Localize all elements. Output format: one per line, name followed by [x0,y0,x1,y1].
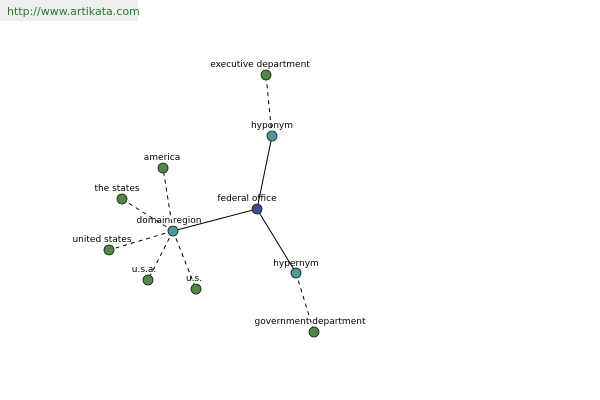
node-label-u_s: u.s. [186,274,202,284]
edge-federal-domain [172,208,258,232]
edges-layer [108,74,315,333]
node-domain[interactable] [167,225,179,237]
node-label-exec: executive department [210,60,310,70]
node-label-usa: u.s.a. [132,265,157,275]
node-label-federal: federal office [217,194,277,204]
node-hyp_top[interactable] [266,130,278,142]
node-label-us: united states [72,235,131,245]
node-label-america: america [144,153,180,163]
node-america[interactable] [157,162,169,174]
edge-domain-u_s [172,230,197,290]
labels-layer: federal office hyponym executive departmen… [72,60,365,327]
node-usa[interactable] [142,274,154,286]
node-label-domain: domain region [136,216,201,226]
edge-domain-usa [147,230,174,281]
edge-federal-hyp_bot [256,208,297,274]
edge-federal-hyp_top [256,135,273,210]
site-url-link[interactable]: http://www.artikata.com [7,5,140,18]
node-us[interactable] [103,244,115,256]
node-label-hyp_top: hyponym [251,121,293,131]
node-gov[interactable] [308,326,320,338]
nodes-layer [103,69,320,338]
node-states[interactable] [116,193,128,205]
node-label-hyp_bot: hypernym [273,259,319,269]
node-hyp_bot[interactable] [290,267,302,279]
node-exec[interactable] [260,69,272,81]
node-label-gov: government department [255,317,366,327]
edge-domain-america [162,167,174,232]
edge-domain-us [108,230,174,251]
node-federal[interactable] [251,203,263,215]
edge-domain-states [121,198,174,232]
edge-hyp_bot-gov [295,272,315,333]
node-label-states: the states [94,184,139,194]
url-bar: http://www.artikata.com [0,0,140,21]
edge-hyp_top-exec [265,74,273,137]
node-u_s[interactable] [190,283,202,295]
